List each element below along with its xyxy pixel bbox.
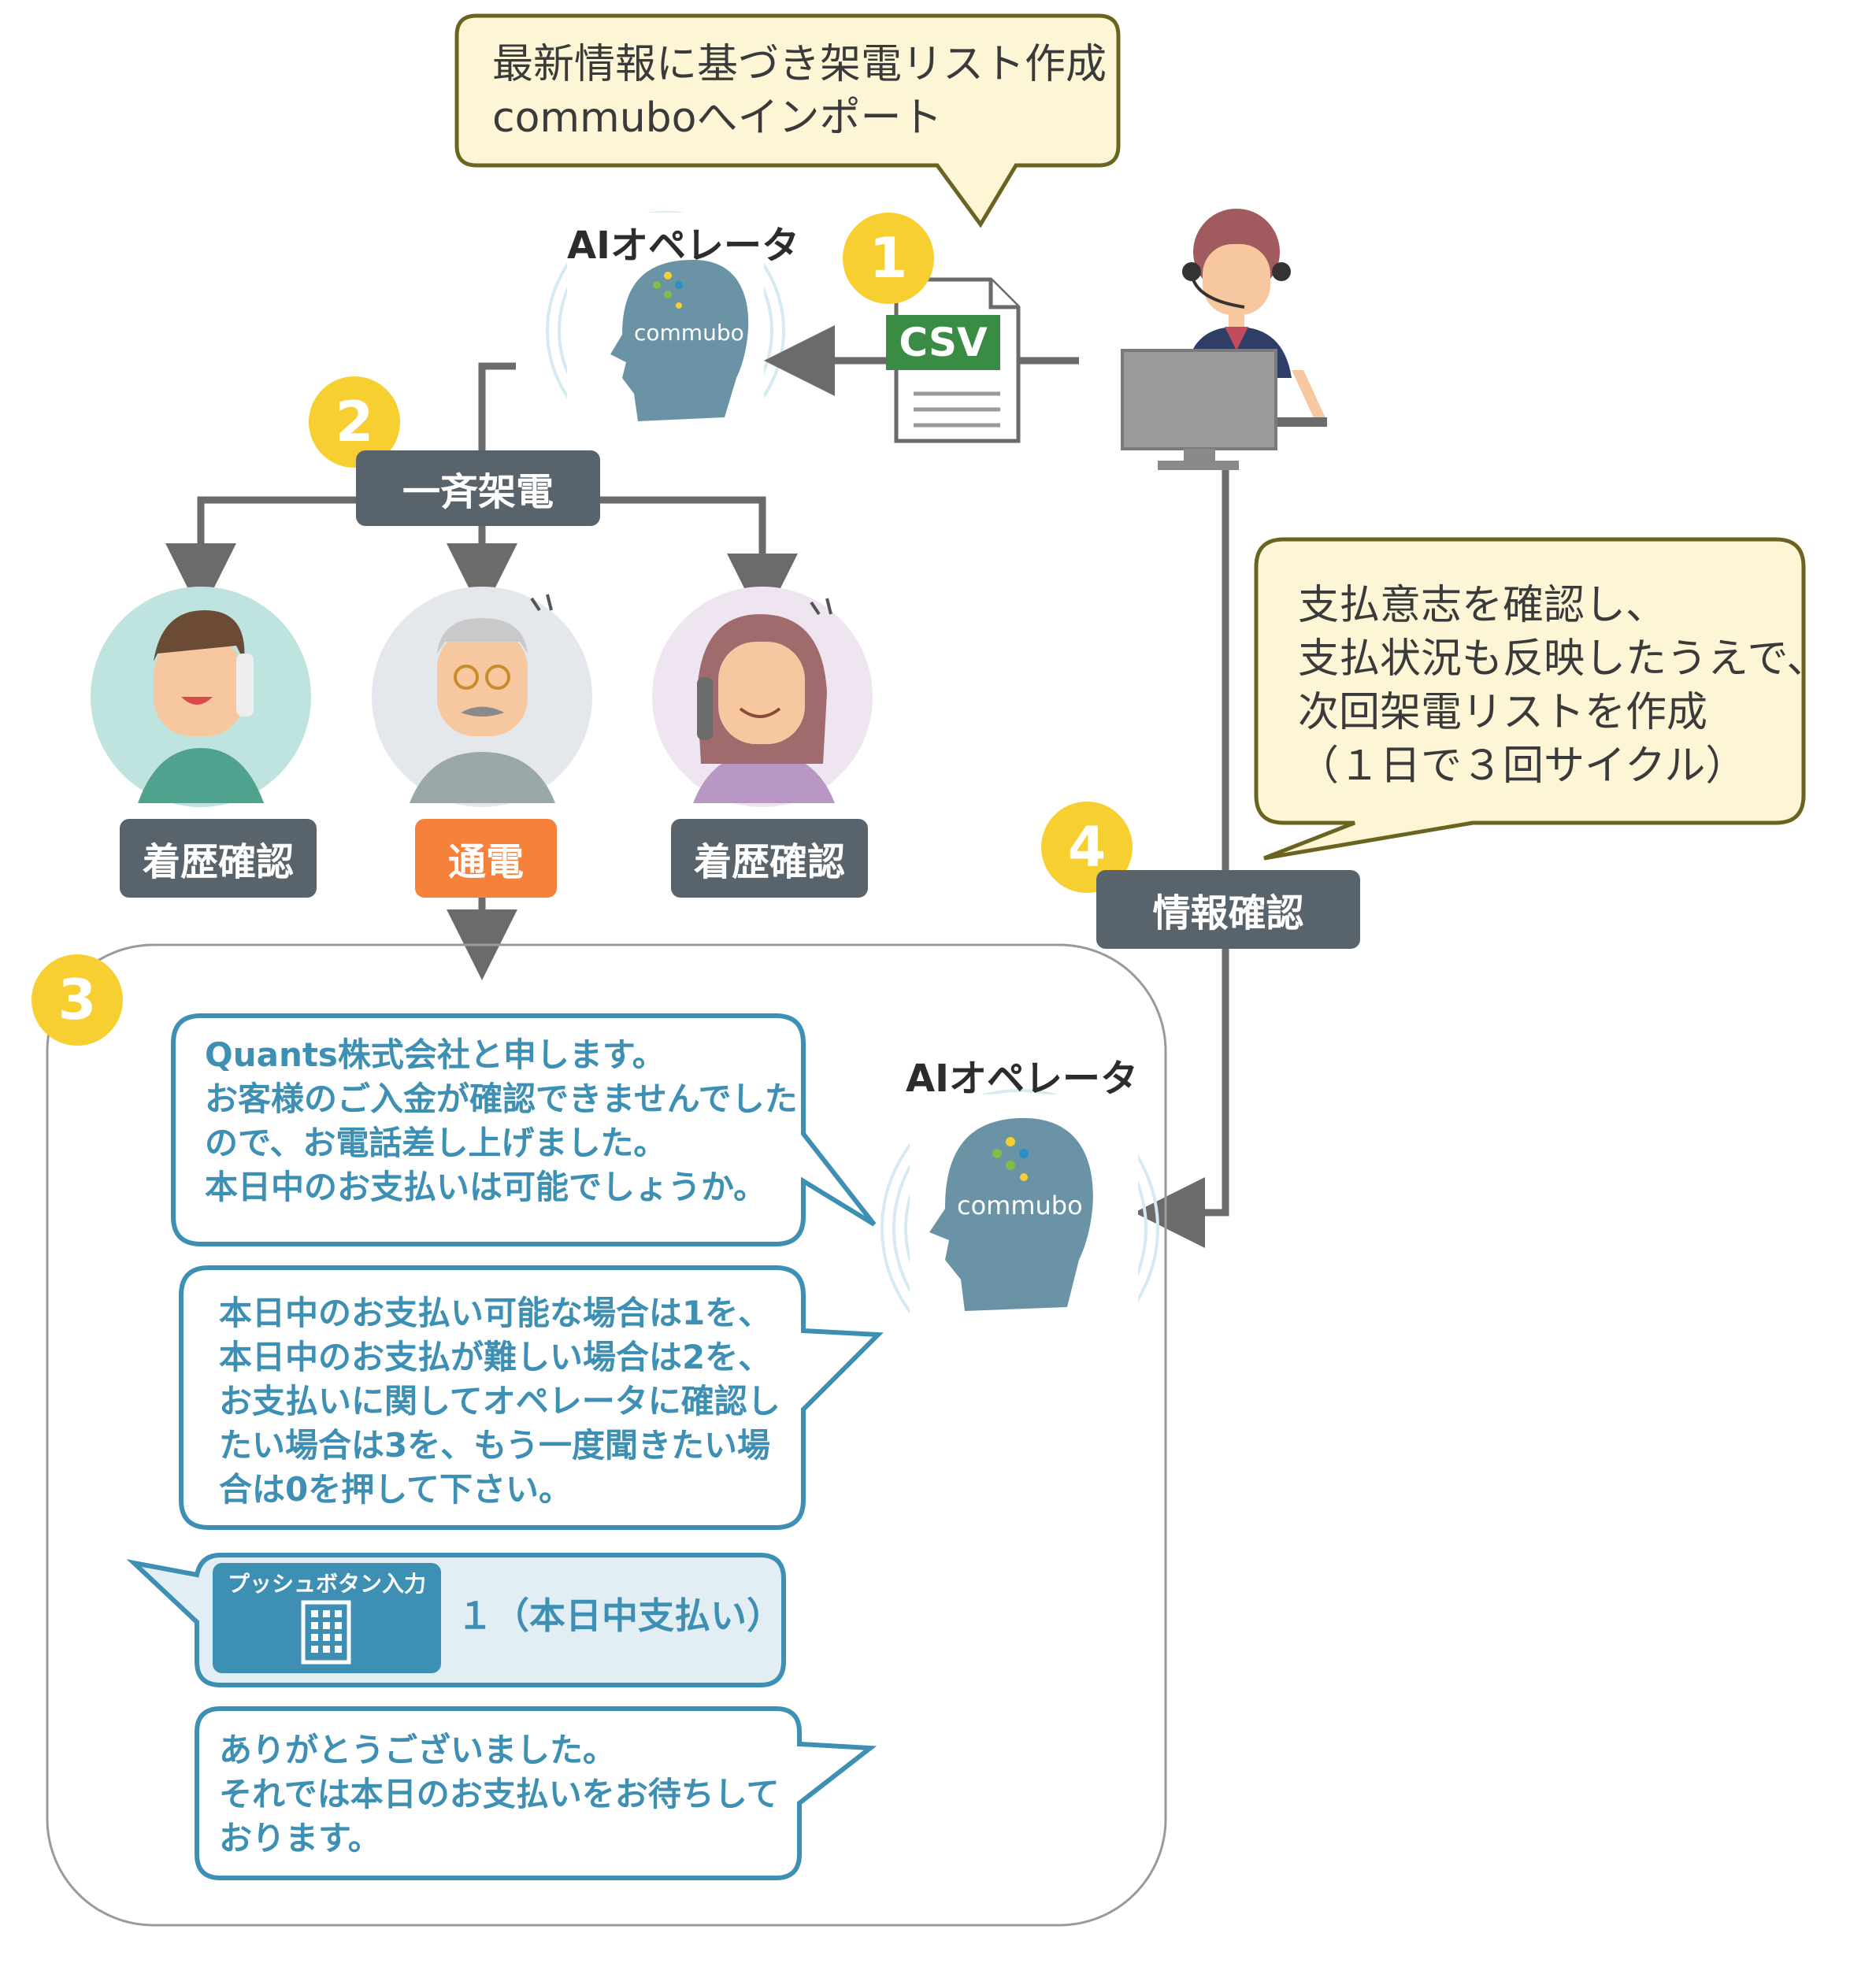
push-button-panel <box>213 1563 441 1673</box>
note-right-text: 支払意志を確認し、 支払状況も反映したうえで、 次回架電リストを作成 （１日で３… <box>1298 579 1827 793</box>
step-badge-1: 1 <box>843 213 934 304</box>
customer-young-man <box>91 587 311 807</box>
step-badge-3: 3 <box>32 954 123 1046</box>
human-operator-illustration <box>1121 209 1327 470</box>
conversation-frame <box>46 943 1167 1927</box>
chat-message-3: ありがとうございました。 それでは本日のお支払いをお待ちして おります。 <box>219 1728 779 1861</box>
connector-ai-to-broadcast <box>478 362 516 453</box>
push-button-label: プッシュボタン入力 <box>227 1571 426 1597</box>
chat-message-3-line-1: ありがとうございました。 <box>219 1731 617 1769</box>
chat-message-1-line-4: 本日中のお支払いは可能でしょうか。 <box>205 1168 767 1206</box>
ai-head-top: commubo <box>610 260 749 421</box>
brand-logo-bottom: commubo <box>957 1191 1083 1220</box>
chat-message-2: 本日中のお支払い可能な場合は1を、 本日中のお支払が難しい場合は2を、 お支払い… <box>219 1291 780 1512</box>
chat-message-1: Quants株式会社と申します。 お客様のご入金が確認できませんでした ので、お… <box>205 1033 798 1209</box>
chat-message-3-line-2: それでは本日のお支払いをお待ちして <box>219 1775 780 1813</box>
chat-message-2-line-5: 合は0を押して下さい。 <box>219 1470 572 1509</box>
note-right-line-1: 支払意志を確認し、 <box>1298 582 1667 629</box>
broadcast-call-label: 一斉架電 <box>356 450 600 526</box>
note-right-line-2: 支払状況も反映したうえで、 <box>1298 635 1828 683</box>
chat-bubble-3 <box>195 1706 877 1880</box>
note-right-line-3: 次回架電リストを作成 <box>1298 689 1708 736</box>
push-button-value: １（本日中支払い） <box>457 1594 783 1637</box>
chat-bubble-2 <box>179 1265 884 1530</box>
chat-message-1-line-1: Quants株式会社と申します。 <box>205 1035 665 1074</box>
step-badge-4: 4 <box>1041 802 1133 893</box>
csv-label: CSV <box>899 320 988 365</box>
chat-message-1-line-2: お客様のご入金が確認できませんでした <box>205 1080 798 1118</box>
chat-message-1-line-3: ので、お電話差し上げました。 <box>205 1124 667 1162</box>
keypad-icon <box>301 1600 351 1665</box>
info-check-label: 情報確認 <box>1096 870 1360 949</box>
chat-message-3-line-3: おります。 <box>219 1819 381 1857</box>
ai-operator-title-bottom: AIオペレータ <box>906 1057 1139 1101</box>
note-top-line-1: 最新情報に基づき架電リスト作成 <box>492 41 1107 88</box>
note-bubble-right <box>1254 537 1806 861</box>
note-right-line-4: （１日で３回サイクル） <box>1298 743 1747 790</box>
brand-logo-top: commubo <box>634 320 744 346</box>
note-top-line-2: commuboへインポート <box>492 94 943 142</box>
chat-message-2-line-2: 本日中のお支払が難しい場合は2を、 <box>219 1338 772 1376</box>
chat-message-2-line-3: お支払いに関してオペレータに確認し <box>219 1382 780 1420</box>
ai-operator-title-top: AIオペレータ <box>567 224 800 268</box>
csv-file-icon <box>886 277 1021 443</box>
branch-lines <box>165 496 798 980</box>
note-top-text: 最新情報に基づき架電リスト作成 commuboへインポート <box>492 38 1107 145</box>
note-bubble-top <box>454 13 1121 228</box>
chat-bubble-1 <box>171 1013 877 1246</box>
result-label-left: 着歴確認 <box>120 819 317 898</box>
chat-message-2-line-1: 本日中のお支払い可能な場合は1を、 <box>219 1294 772 1332</box>
ai-head-bottom: commubo <box>929 1118 1093 1311</box>
result-label-center: 通電 <box>415 819 557 898</box>
customer-elderly-man <box>372 587 592 807</box>
return-line <box>1134 470 1229 1248</box>
customer-woman <box>652 587 873 807</box>
result-label-right: 着歴確認 <box>671 819 868 898</box>
chat-message-2-line-4: たい場合は3を、もう一度聞きたい場 <box>219 1426 770 1465</box>
